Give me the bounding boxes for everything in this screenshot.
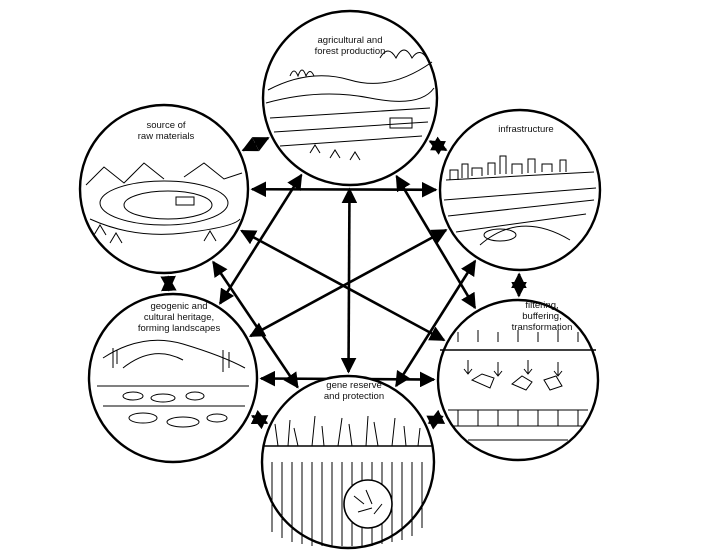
arrow-raw-gene <box>212 260 299 389</box>
node-label-line: forest production <box>315 46 386 57</box>
node-label-line: raw materials <box>138 131 195 142</box>
node-label-line: infrastructure <box>498 124 553 135</box>
arrow-raw-filter <box>240 229 446 342</box>
arrow-agri-gene <box>340 187 358 374</box>
soil-profile-illustration <box>440 330 596 441</box>
node-infrastructure: infrastructure <box>438 108 602 272</box>
arrow-agri-infra <box>428 136 448 155</box>
node-filtering-buffering-transformation: filtering,buffering,transformation <box>436 298 600 462</box>
node-label-line: buffering, <box>522 311 561 322</box>
connection-arrows <box>160 136 527 430</box>
node-circle <box>87 292 259 464</box>
arrow-filter-gene <box>426 409 446 430</box>
svg-text:filtering,buffering,transforma: filtering,buffering,transformation <box>512 300 573 333</box>
node-label-line: source of <box>146 120 185 131</box>
node-label-line: forming landscapes <box>138 323 221 334</box>
node-label-line: geogenic and <box>150 301 207 312</box>
node-circle <box>438 108 602 272</box>
arrow-gene-geo <box>250 409 269 430</box>
node-label-line: agricultural and <box>318 35 383 46</box>
node-label-line: gene reserve <box>326 380 381 391</box>
node-label-line: filtering, <box>525 300 558 311</box>
node-circle <box>78 103 250 275</box>
svg-text:infrastructure: infrastructure <box>498 124 553 135</box>
node-label-line: cultural heritage, <box>144 312 214 323</box>
grassland-soil-illustration <box>264 415 432 546</box>
excavation-illustration <box>97 339 249 428</box>
node-label-line: and protection <box>324 391 384 402</box>
arrow-raw-agri <box>241 136 270 152</box>
node-label-line: transformation <box>512 322 573 333</box>
city-illustration <box>443 155 597 246</box>
arrow-geo-raw <box>160 275 177 292</box>
farmland-illustration <box>265 49 435 161</box>
quarry-illustration <box>85 162 243 244</box>
arrow-infra-raw <box>250 181 438 198</box>
